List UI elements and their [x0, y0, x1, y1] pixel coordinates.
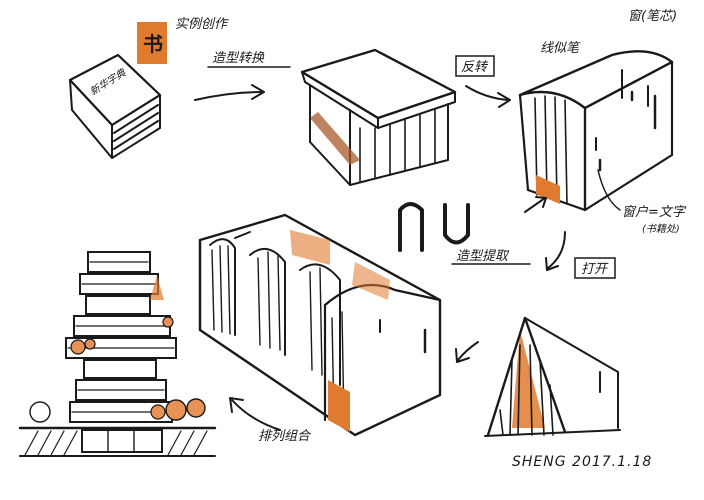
form-transform-label: 造型转换 — [212, 51, 265, 66]
book-spine-text: 新华字典 — [88, 66, 129, 98]
arrow-icon — [465, 85, 511, 108]
arrow-icon — [194, 84, 265, 101]
seal-character: 书 — [143, 32, 163, 56]
artist-signature: SHENG 2017.1.18 — [512, 454, 652, 470]
flip-label: 反转 — [461, 60, 489, 75]
form-extract-label: 造型提取 — [456, 249, 510, 264]
pavilion-sketch — [300, 48, 457, 186]
book-sketch: 新华字典 — [68, 53, 162, 159]
vault-building-sketch — [518, 50, 674, 212]
case-creation-label: 实例创作 — [175, 16, 229, 32]
flip-label-box: 反转 — [455, 55, 495, 77]
window-note-label: 窗(笔芯) — [628, 9, 677, 24]
stacked-tower-sketch — [18, 251, 217, 457]
open-label-box: 打开 — [574, 257, 616, 279]
seal-stamp: 书 — [137, 22, 167, 64]
combined-vaults-sketch — [198, 213, 442, 437]
arrange-combine-label: 排列组合 — [258, 429, 312, 444]
arrow-icon — [545, 231, 566, 271]
lines-as-strokes-label: 线似笔 — [540, 41, 581, 56]
window-text-label: 窗户=文字 — [622, 204, 687, 220]
nu-letterforms — [398, 202, 470, 252]
arrow-icon — [455, 341, 479, 363]
arrow-icon — [229, 397, 281, 431]
open-book-tent-sketch — [484, 316, 621, 437]
arrow-icon — [524, 196, 547, 213]
open-label: 打开 — [581, 262, 609, 277]
window-sub-label: (书籍处) — [642, 223, 680, 235]
